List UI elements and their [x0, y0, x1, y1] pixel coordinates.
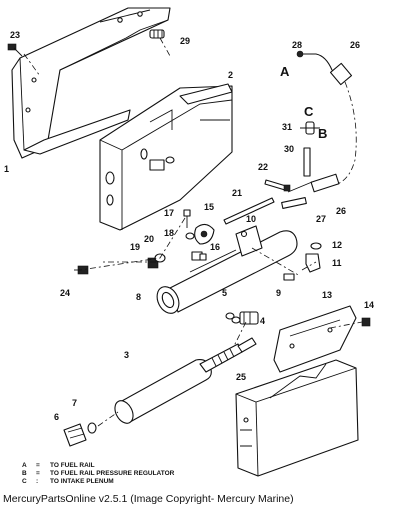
- legend-eq: =: [36, 470, 40, 477]
- part-19-nut: [147, 257, 159, 269]
- part-31-fitting: [300, 121, 320, 135]
- legend-key: B: [22, 470, 27, 477]
- callout-3: 3: [124, 350, 129, 360]
- part-24-bolt: [74, 265, 89, 275]
- part-26-fuel-line: [281, 50, 357, 209]
- part-14-screw: [361, 317, 371, 327]
- callout-12: 12: [332, 240, 342, 250]
- part-3-fuel-pump: [114, 337, 257, 424]
- legend-eq: =: [36, 462, 40, 469]
- part-10-fuel-module: [156, 225, 298, 314]
- callout-25: 25: [236, 372, 246, 382]
- callout-16: 16: [210, 242, 220, 252]
- part-25-housing: [235, 359, 359, 477]
- callout-14: 14: [364, 300, 374, 310]
- part-9-screw: [283, 273, 295, 281]
- callout-4: 4: [260, 316, 265, 326]
- letter-c: C: [304, 104, 314, 119]
- part-13-shield: [273, 305, 357, 373]
- part-23-bolt: [7, 43, 23, 57]
- part-4-fitting: [239, 311, 259, 325]
- legend-row-b: B = TO FUEL RAIL PRESSURE REGULATOR: [22, 470, 174, 478]
- letter-a: A: [280, 64, 290, 79]
- legend-row-c: C : TO INTAKE PLENUM: [22, 478, 174, 486]
- legend-text: TO INTAKE PLENUM: [50, 478, 114, 485]
- callout-5: 5: [222, 288, 227, 298]
- legend-key: A: [22, 462, 27, 469]
- part-15-clamp: [194, 223, 215, 245]
- callouts: 1 2 3 4 5 6 7 8 9 10 11 12 13 14 15 16 1…: [4, 30, 374, 422]
- callout-27: 27: [316, 214, 326, 224]
- callout-1: 1: [4, 164, 9, 174]
- part-7-washer: [87, 422, 97, 434]
- legend: A = TO FUEL RAIL B = TO FUEL RAIL PRESSU…: [22, 462, 174, 486]
- part-16-nut: [199, 253, 207, 261]
- part-1-mounting-bracket: [11, 7, 171, 159]
- part-5-orings: [225, 312, 241, 324]
- leader-lines: [23, 37, 363, 427]
- part-29-fitting: [149, 29, 165, 39]
- callout-18: 18: [164, 228, 174, 238]
- part-6-fitting: [63, 423, 87, 447]
- callout-20: 20: [144, 234, 154, 244]
- callout-2: 2: [228, 70, 233, 80]
- callout-9: 9: [276, 288, 281, 298]
- part-18-washer: [185, 232, 195, 240]
- legend-text: TO FUEL RAIL: [50, 462, 95, 469]
- legend-key: C: [22, 478, 27, 485]
- callout-22: 22: [258, 162, 268, 172]
- part-11-elbow-fitting: [305, 253, 321, 273]
- callout-13: 13: [322, 290, 332, 300]
- legend-text: TO FUEL RAIL PRESSURE REGULATOR: [50, 470, 175, 477]
- callout-26-bottom: 26: [336, 206, 346, 216]
- part-22-bolt: [264, 179, 291, 192]
- part-21-rod: [223, 197, 275, 225]
- legend-eq: :: [36, 478, 39, 485]
- callout-8: 8: [136, 292, 141, 302]
- callout-7: 7: [72, 398, 77, 408]
- callout-28: 28: [292, 40, 302, 50]
- callout-30: 30: [284, 144, 294, 154]
- callout-6: 6: [54, 412, 59, 422]
- callout-24: 24: [60, 288, 70, 298]
- letter-b: B: [318, 126, 327, 141]
- part-17-bolt: [183, 209, 191, 228]
- callout-23: 23: [10, 30, 20, 40]
- part-30-hose: [303, 147, 311, 177]
- callout-10: 10: [246, 214, 256, 224]
- connection-letters: A B C: [280, 64, 327, 141]
- callout-17: 17: [164, 208, 174, 218]
- callout-26-top: 26: [350, 40, 360, 50]
- callout-21: 21: [232, 188, 242, 198]
- callout-15: 15: [204, 202, 214, 212]
- callout-29: 29: [180, 36, 190, 46]
- copyright-footer: MercuryPartsOnline v2.5.1 (Image Copyrig…: [3, 493, 294, 505]
- callout-31: 31: [282, 122, 292, 132]
- part-2-box-bracket: [99, 83, 233, 231]
- callout-11: 11: [332, 258, 342, 268]
- callout-19: 19: [130, 242, 140, 252]
- part-12-oring: [310, 242, 322, 250]
- legend-row-a: A = TO FUEL RAIL: [22, 462, 174, 470]
